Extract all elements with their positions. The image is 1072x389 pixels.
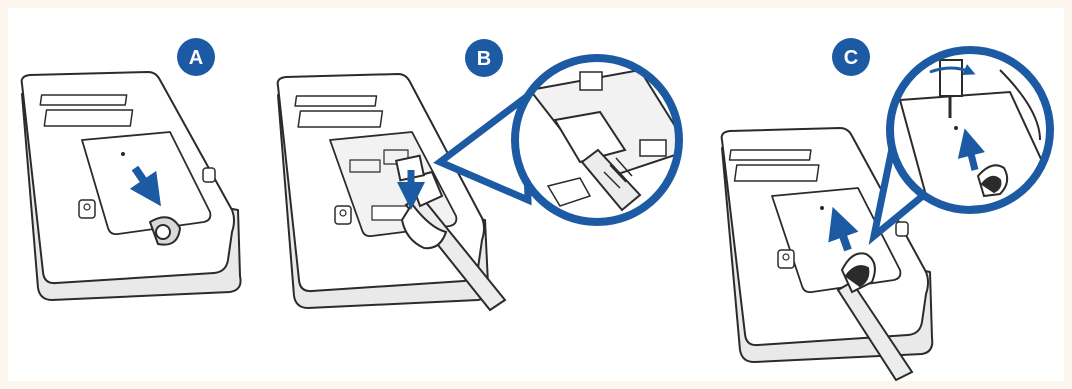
keyhole-lock-icon xyxy=(335,206,351,224)
device-a xyxy=(22,72,241,300)
zoom-detail-c xyxy=(890,50,1060,210)
step-label-b: B xyxy=(477,48,491,70)
step-badge-b: B xyxy=(465,39,503,77)
panel-c: C xyxy=(722,38,1060,380)
keyhole-lock-icon xyxy=(778,250,794,268)
panel-b: B xyxy=(278,39,690,310)
illustration-frame: A B xyxy=(8,8,1064,381)
device-b xyxy=(278,74,489,308)
installation-diagram: A B xyxy=(8,8,1064,381)
keyhole-lock-icon xyxy=(79,200,95,218)
zoom-detail-b xyxy=(515,58,690,222)
step-badge-c: C xyxy=(832,38,870,76)
step-label-a: A xyxy=(189,47,203,69)
step-badge-a: A xyxy=(177,38,215,76)
panel-a: A xyxy=(22,38,241,300)
step-label-c: C xyxy=(844,47,858,69)
